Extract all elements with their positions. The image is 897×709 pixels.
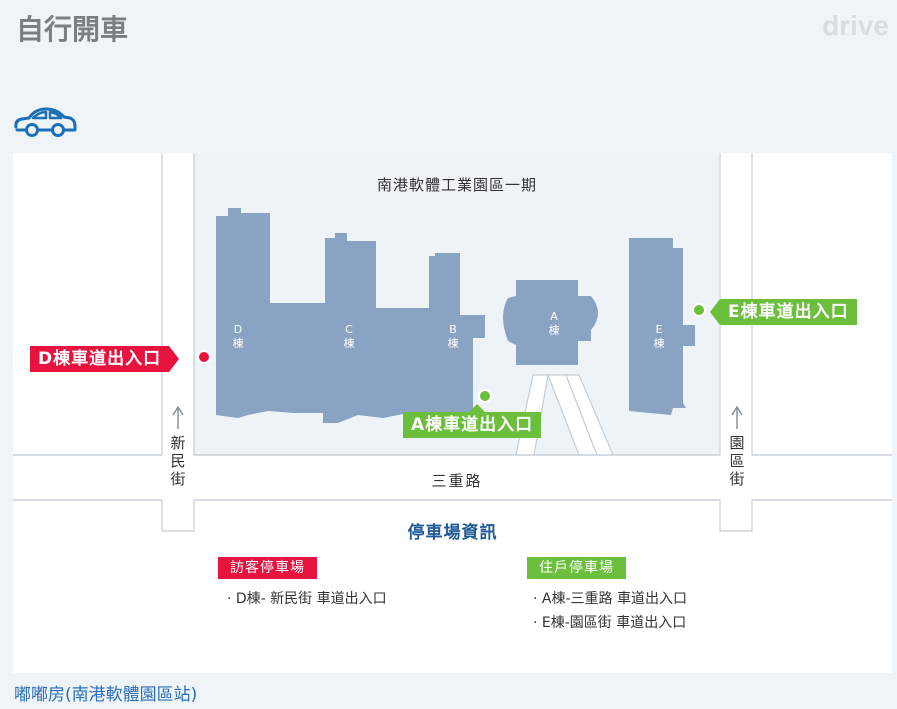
buildings [216,208,695,423]
a-entrance-dot [478,389,492,403]
left-street [162,153,194,531]
car-outline-icon [14,107,77,137]
right-street [720,153,752,531]
d-entrance-dot [197,350,211,364]
list-item: · E棟-園區街 車道出入口 [533,615,687,631]
page-title: 自行開車 [16,13,129,46]
bldg-d-letter: D [234,323,242,336]
left-street-label: 新民街 [170,434,185,488]
parking-info-title: 停車場資訊 [407,523,498,543]
e-entrance-dot [692,303,706,317]
building-d [216,208,485,423]
watermark: drive [822,10,889,41]
visitor-parking-tag: 訪客停車場 [218,557,317,579]
park-name: 南港軟體工業園區一期 [377,176,537,194]
main-road-label: 三重路 [431,472,482,490]
building-a [503,280,598,365]
list-item: · D棟- 新民街 車道出入口 [227,591,387,607]
resident-parking-tag: 住戶停車場 [527,557,626,579]
a-entrance-label: A棟車道出入口 [403,404,542,438]
building-e [629,238,695,415]
parking-station-link[interactable]: 嘟嘟房(南港軟體園區站) [14,685,198,705]
visitor-parking-list: · D棟- 新民街 車道出入口 [227,587,387,611]
list-item: · A棟-三重路 車道出入口 [533,591,687,607]
right-street-label: 園區街 [729,434,744,488]
arrow-up-icon [172,405,743,429]
e-entrance-label: E棟車道出入口 [710,299,857,325]
d-entrance-label: D棟車道出入口 [30,346,180,372]
resident-parking-list: · A棟-三重路 車道出入口 · E棟-園區街 車道出入口 [533,587,687,635]
